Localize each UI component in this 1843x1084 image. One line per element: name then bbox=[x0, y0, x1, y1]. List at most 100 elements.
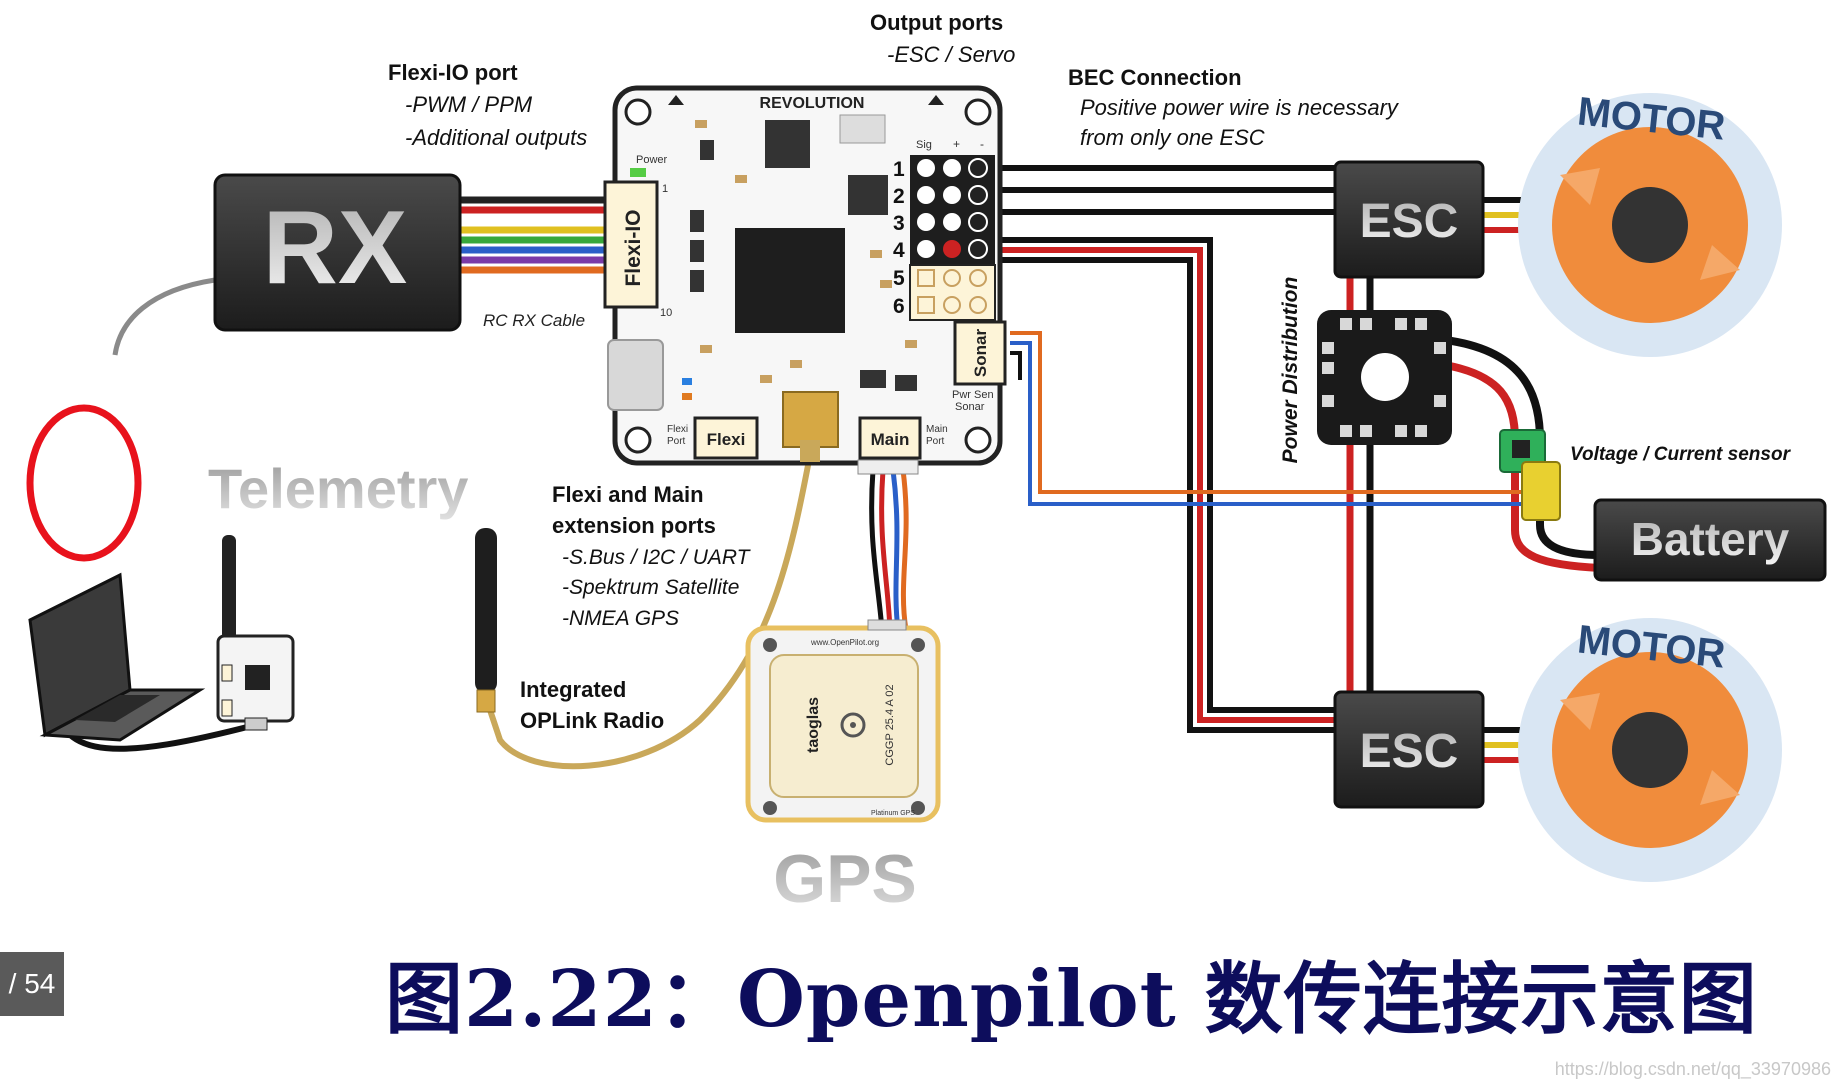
esc-top-label: ESC bbox=[1360, 195, 1459, 248]
motor-bottom: MOTOR bbox=[1518, 617, 1782, 882]
esc-power-wires bbox=[1346, 275, 1374, 695]
main-port-label-2: Port bbox=[926, 436, 945, 447]
laptop bbox=[28, 572, 206, 742]
gps-footer: Platinum GPS bbox=[871, 810, 915, 817]
xt60-connector bbox=[1521, 461, 1561, 521]
port-2-label: 2 bbox=[893, 185, 905, 208]
sonar-header bbox=[953, 320, 1007, 386]
pwr-sen-label: Pwr Sen bbox=[952, 389, 994, 401]
plus-label: + bbox=[953, 137, 960, 151]
port-6-label: 6 bbox=[893, 295, 905, 318]
status-led bbox=[682, 393, 692, 400]
mount-hole bbox=[624, 98, 652, 126]
gps-cable bbox=[869, 469, 909, 631]
pin-10-label: 10 bbox=[660, 307, 672, 319]
flexi-header-label: Flexi bbox=[707, 430, 746, 449]
modem-usb bbox=[244, 717, 268, 731]
esc-top: ESC bbox=[1333, 160, 1485, 279]
output-pins bbox=[917, 158, 988, 314]
output-ports-sub: -ESC / Servo bbox=[887, 42, 1015, 67]
rx-antenna-wire bbox=[112, 277, 216, 356]
motor-shaft bbox=[1612, 187, 1688, 263]
highlight-circle bbox=[26, 404, 142, 562]
gps-connector bbox=[867, 619, 907, 631]
flexi-io-header-label: Flexi-IO bbox=[622, 209, 645, 286]
output-wires-bottom bbox=[990, 230, 1335, 733]
ext-sub-2: -Spektrum Satellite bbox=[562, 576, 739, 599]
pdb-pads bbox=[1322, 318, 1446, 437]
esc-bottom: ESC bbox=[1333, 690, 1485, 809]
crystal bbox=[839, 114, 886, 144]
rc-rx-cable bbox=[450, 196, 610, 274]
antenna-body bbox=[475, 528, 497, 693]
laptop-keys bbox=[75, 695, 160, 722]
gps-feed bbox=[840, 712, 866, 738]
annotations: Output ports -ESC / Servo Flexi-IO port … bbox=[208, 10, 1792, 733]
board-brand: REVOLUTION bbox=[760, 95, 865, 112]
power-distribution-board bbox=[1317, 310, 1452, 445]
gps-part-number: CGGP 25.4 A 02 bbox=[884, 684, 896, 765]
antenna-sma bbox=[476, 689, 496, 713]
power-led-label: Power bbox=[636, 154, 668, 166]
motor-shaft bbox=[1612, 712, 1688, 788]
bec-connection-label: BEC Connection bbox=[1068, 65, 1242, 90]
modem-header bbox=[221, 699, 233, 717]
main-port-label-1: Main bbox=[926, 424, 948, 435]
flexi-io-sub-1: -PWM / PPM bbox=[405, 92, 533, 117]
minus-label: - bbox=[980, 137, 984, 151]
main-plug bbox=[857, 459, 919, 475]
mount-hole bbox=[911, 801, 925, 815]
modem-header bbox=[221, 664, 233, 682]
chip bbox=[765, 120, 810, 168]
sonar-header-label: Sonar bbox=[971, 329, 990, 378]
bec-sub-2: from only one ESC bbox=[1080, 125, 1265, 150]
pin-1-label: 1 bbox=[662, 183, 668, 195]
gps-module: www.OpenPilot.org taoglas CGGP 25.4 A 02… bbox=[745, 619, 941, 823]
extension-ports-label-2: extension ports bbox=[552, 513, 716, 538]
output-port-numbers: 1 2 3 4 5 6 bbox=[893, 158, 905, 318]
chip bbox=[848, 175, 888, 215]
connection-diagram: RX REVOLUTION Power bbox=[26, 10, 1827, 917]
oplink-antenna bbox=[475, 528, 497, 713]
port-3-label: 3 bbox=[893, 212, 905, 235]
port-5-label: 5 bbox=[893, 267, 905, 290]
flexi-port-label-2: Port bbox=[667, 436, 686, 447]
gps-patch bbox=[769, 654, 919, 798]
oplink-coax bbox=[487, 454, 813, 770]
motor-top: MOTOR bbox=[1518, 89, 1782, 357]
smd-components bbox=[695, 120, 917, 383]
flexi-io-header bbox=[603, 180, 659, 309]
mount-hole bbox=[763, 801, 777, 815]
power-distribution-label: Power Distribution bbox=[1279, 277, 1302, 464]
port-1-label: 1 bbox=[893, 158, 905, 181]
wiring bbox=[52, 165, 1610, 770]
flexi-io-sub-2: -Additional outputs bbox=[405, 125, 587, 150]
arrow-icon bbox=[928, 95, 944, 105]
main-header bbox=[858, 416, 922, 460]
mount-hole bbox=[624, 426, 652, 454]
telemetry-modem bbox=[216, 535, 295, 731]
modem-chip bbox=[245, 665, 270, 690]
vc-sensor-label: Voltage / Current sensor bbox=[1570, 444, 1792, 465]
telemetry-label: Telemetry bbox=[208, 457, 468, 520]
modem-antenna bbox=[222, 535, 236, 640]
sonar-sensor-wires bbox=[1010, 331, 1525, 506]
antenna-connector bbox=[782, 391, 839, 448]
mount-hole bbox=[964, 98, 992, 126]
voltage-current-sensor bbox=[1499, 429, 1561, 521]
rc-rx-cable-label: RC RX Cable bbox=[483, 311, 585, 330]
battery-label: Battery bbox=[1631, 513, 1790, 565]
output-ports-label: Output ports bbox=[870, 10, 1003, 35]
sig-label: Sig bbox=[916, 139, 932, 151]
revolution-board: REVOLUTION Power Flexi-IO 1 10 bbox=[603, 85, 1007, 475]
battery: Battery bbox=[1593, 498, 1827, 582]
page-indicator: / 54 bbox=[0, 952, 64, 1016]
gps-url: www.OpenPilot.org bbox=[810, 638, 879, 647]
extension-ports-label-1: Flexi and Main bbox=[552, 482, 704, 507]
main-header-label: Main bbox=[871, 430, 910, 449]
arrow-icon bbox=[668, 95, 684, 105]
flexi-header bbox=[693, 416, 759, 460]
flexi-io-port-label: Flexi-IO port bbox=[388, 60, 518, 85]
gps-label: GPS bbox=[773, 841, 917, 917]
